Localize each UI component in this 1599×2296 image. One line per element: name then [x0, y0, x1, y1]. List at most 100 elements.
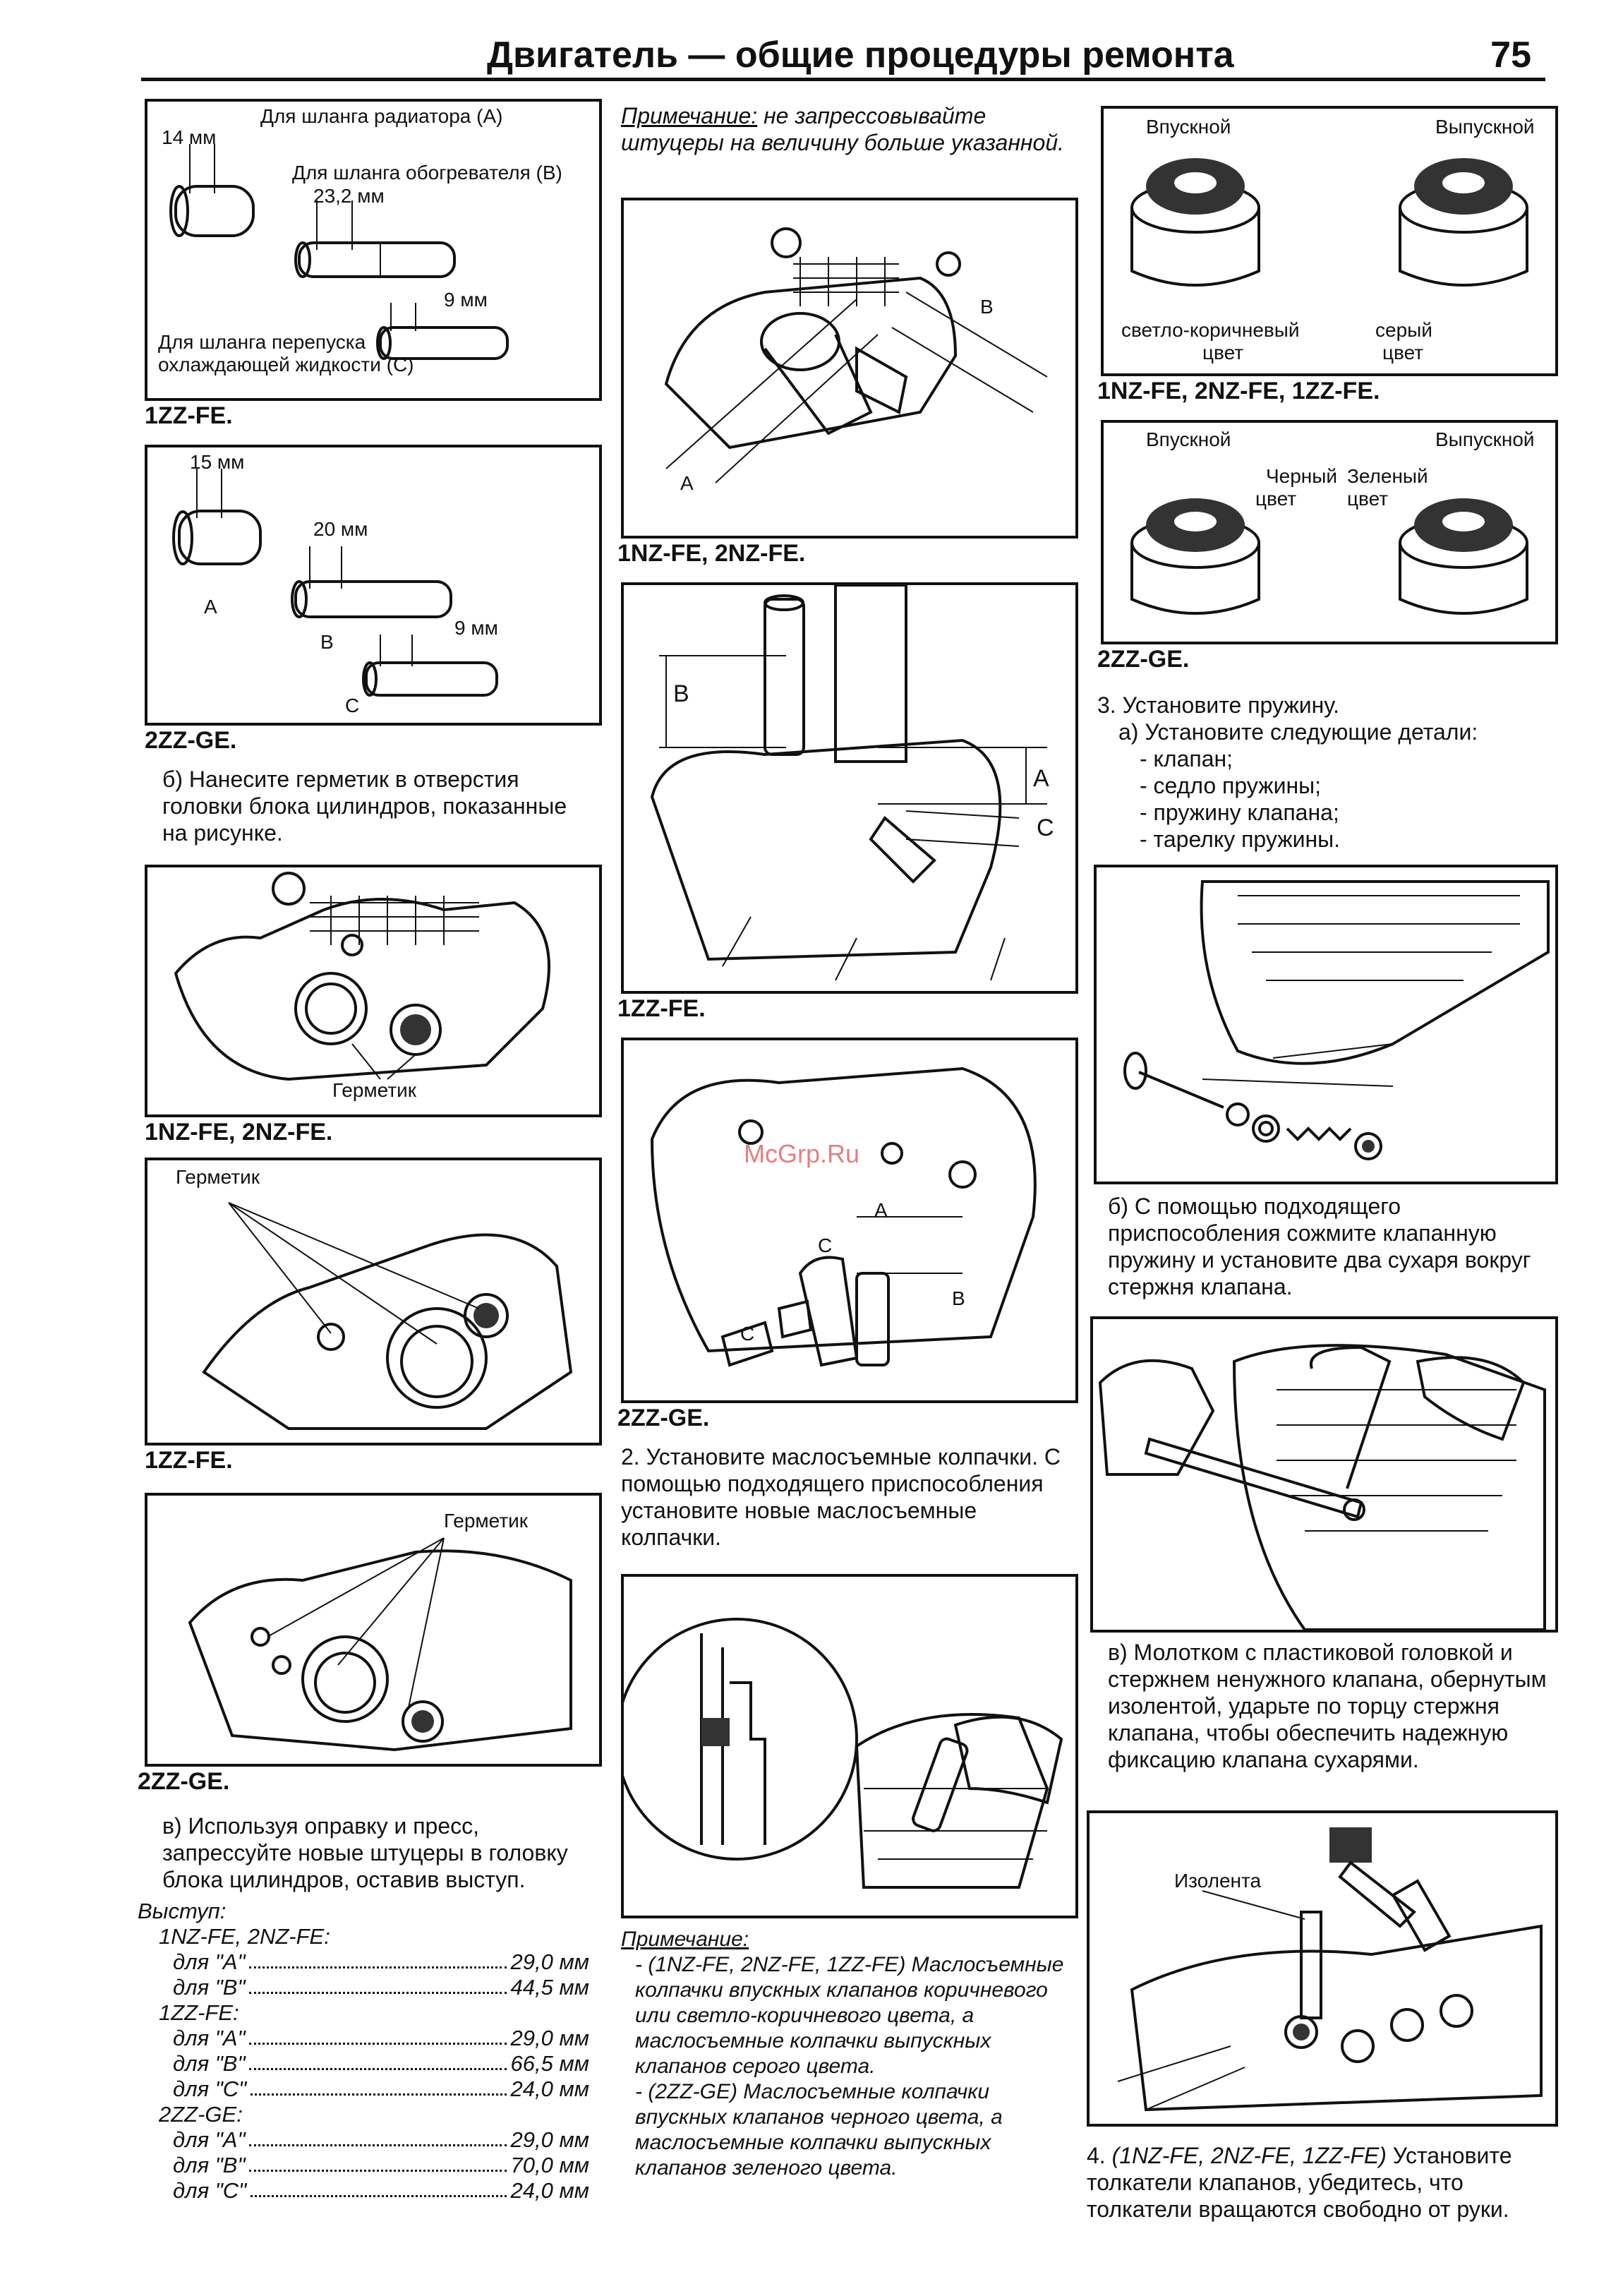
- dimension-9mm: 9 мм: [444, 289, 488, 311]
- watermark: McGrp.Ru: [744, 1139, 860, 1168]
- protrusion-row: для "A" 29,0 мм: [173, 1949, 589, 1975]
- dimension-20mm: 20 мм: [313, 518, 368, 540]
- light-brown-label: светло-коричневый: [1121, 319, 1300, 341]
- figure-1zz-fittings: B A C: [621, 582, 1078, 994]
- part-list-item: - пружину клапана;: [1140, 800, 1339, 825]
- figure-2zz-ge-fittings: 15 мм 20 мм 9 мм A B C: [145, 445, 602, 726]
- protrusion-title: Выступ:: [138, 1899, 227, 1923]
- protrusion-value: 44,5 мм: [510, 1975, 589, 2000]
- step-3-head: 3. Установите пружину.: [1097, 692, 1339, 718]
- group-2zz: 2ZZ-GE:: [159, 2102, 243, 2127]
- note-2-p2: - (2ZZ-GE) Маслосъемные колпачки впускны…: [635, 2080, 1003, 2180]
- figure-1zz-fe-sealant: Герметик: [145, 1158, 602, 1445]
- note-2-title: Примечание:: [621, 1928, 749, 1951]
- figure-2zz-fittings: A B C C McGrp.Ru: [621, 1038, 1078, 1403]
- dot-leader: [251, 2178, 507, 2197]
- color-word: цвет: [1202, 342, 1244, 363]
- step-3a: а) Установите следующие детали:: [1118, 719, 1478, 745]
- dimension-9mm: 9 мм: [454, 617, 498, 639]
- group-1nz-2nz-rows: для "A" 29,0 мм для "B" 44,5 мм: [138, 1949, 589, 2000]
- protrusion-row: для "B" 44,5 мм: [173, 1975, 589, 2000]
- figure-1nz-fe-sealant: Герметик: [145, 865, 602, 1117]
- protrusion-key: для "A": [173, 2127, 246, 2152]
- protrusion-row: для "C"24,0 мм: [173, 2178, 589, 2204]
- spring-compressor-drawing: [1098, 1344, 1546, 1630]
- intake-label: Впускной: [1146, 116, 1231, 138]
- tape-label: Изолента: [1174, 1870, 1262, 1892]
- protrusion-row: для "A"29,0 мм: [173, 2127, 589, 2153]
- installed-fittings-drawing-3: [650, 1066, 1037, 1367]
- protrusion-key: для "C": [173, 2178, 247, 2203]
- sealant-label: Герметик: [332, 1079, 417, 1101]
- dot-leader: [249, 2026, 507, 2045]
- step-3: 3. Установите пружину. а) Установите сле…: [1097, 692, 1556, 853]
- group-1nz-2nz: 1NZ-FE, 2NZ-FE:: [159, 1924, 330, 1949]
- protrusion-key: для "A": [173, 1949, 246, 1974]
- caption-2zz-ge-4: 2ZZ-GE.: [1097, 646, 1190, 673]
- caption-2zz-ge: 2ZZ-GE.: [145, 727, 237, 754]
- exhaust-label: Выпускной: [1435, 116, 1535, 138]
- note-1-title: Примечание:: [621, 103, 758, 128]
- bypass-hose-label: Для шланга перепуска: [158, 331, 366, 353]
- figure-valve-seals-colors-1: Впускной Выпускной светло-коричневый цве…: [1101, 106, 1558, 376]
- page-number: 75: [1490, 35, 1531, 76]
- cylinder-head-drawing-2: [202, 1202, 573, 1430]
- protrusion-row: для "B" 66,5 мм: [173, 2051, 589, 2076]
- dim-c-label: C: [1037, 815, 1054, 841]
- step-v-text: в) Используя оправку и пресс, запрессуйт…: [162, 1813, 568, 1892]
- figure-spring-compressor: [1090, 1316, 1558, 1633]
- figure-1zz-fe-fittings: Для шланга радиатора (А) 14 мм Для шланг…: [145, 99, 602, 401]
- protrusion-key: для "C": [173, 2076, 247, 2101]
- protrusion-value: 24,0 мм: [510, 2076, 589, 2101]
- step-b2-text: б) С помощью подходящего приспособления …: [1108, 1194, 1531, 1299]
- part-list-item: - седло пружины;: [1140, 773, 1321, 798]
- fitting-a-label: A: [204, 596, 217, 618]
- color-word-2: цвет: [1382, 342, 1424, 363]
- dim-c-label-2: C: [740, 1323, 755, 1345]
- fittings-drawing-2: [172, 469, 498, 697]
- part-list-item: - клапан;: [1140, 746, 1233, 771]
- valve-spring-drawing: [1123, 880, 1550, 1160]
- dot-leader: [249, 2127, 507, 2146]
- figure-1nz-2nz-fittings: A B: [621, 198, 1078, 539]
- page-title: Двигатель — общие процедуры ремонта: [487, 35, 1234, 76]
- dimension-15mm: 15 мм: [190, 451, 245, 473]
- dim-a-label: A: [874, 1199, 888, 1221]
- page-header: Двигатель — общие процедуры ремонта 75: [141, 28, 1545, 81]
- protrusion-value: 66,5 мм: [510, 2051, 589, 2076]
- protrusion-key: для "B": [173, 2153, 246, 2177]
- caption-2zz-ge-3: 2ZZ-GE.: [617, 1405, 710, 1431]
- protrusion-key: для "B": [173, 1975, 246, 2000]
- note-1: Примечание: не запрессовывайте штуцеры н…: [621, 102, 1073, 156]
- bypass-hose-label-2: охлаждающей жидкости (С): [158, 354, 414, 375]
- protrusion-value: 29,0 мм: [510, 2026, 589, 2050]
- caption-1nz-2nz: 1NZ-FE, 2NZ-FE.: [145, 1119, 333, 1146]
- note-2-p1: - (1NZ-FE, 2NZ-FE, 1ZZ-FE) Маслосъемные …: [635, 1953, 1064, 2078]
- dimension-23mm: 23,2 мм: [313, 185, 385, 207]
- figure-oil-seal-install: [621, 1574, 1078, 1918]
- caption-1zz-fe-2: 1ZZ-FE.: [145, 1447, 233, 1474]
- group-1zz: 1ZZ-FE:: [159, 2000, 239, 2025]
- green-label: Зеленый: [1347, 465, 1428, 487]
- dim-b-label: B: [952, 1287, 965, 1309]
- installed-fittings-drawing: [664, 227, 1048, 483]
- protrusion-row: для "A"29,0 мм: [173, 2026, 589, 2051]
- step-4-number: 4.: [1087, 2143, 1112, 2168]
- color-word: цвет: [1255, 488, 1297, 510]
- intake-label: Впускной: [1146, 428, 1231, 450]
- fitting-c-label: C: [345, 695, 360, 716]
- protrusion-value: 29,0 мм: [510, 1949, 589, 1974]
- radiator-hose-label: Для шланга радиатора (А): [260, 105, 503, 127]
- protrusion-value: 70,0 мм: [510, 2153, 589, 2177]
- fittings-drawing: [169, 144, 509, 360]
- protrusion-key: для "B": [173, 2051, 246, 2076]
- step-b-text: б) Нанесите герметик в отверстия головки…: [162, 767, 567, 846]
- installed-fittings-drawing-2: [650, 585, 1047, 981]
- cylinder-head-drawing-3: [188, 1537, 572, 1752]
- grey-label: серый: [1375, 319, 1432, 341]
- sealant-label: Герметик: [176, 1166, 260, 1188]
- figure-valve-spring-install: [1094, 865, 1558, 1184]
- step-3-parts-list: - клапан;- седло пружины;- пружину клапа…: [1097, 745, 1556, 853]
